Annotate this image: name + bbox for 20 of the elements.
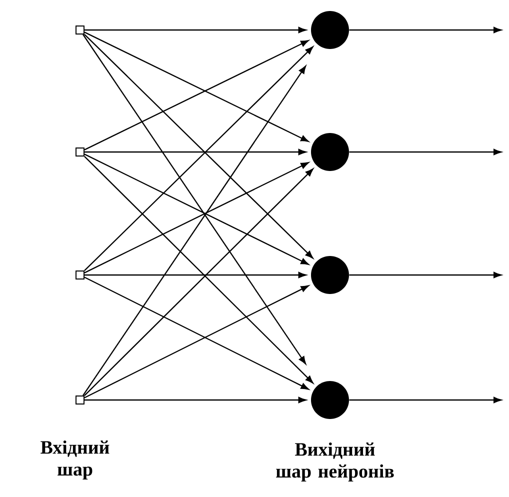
arrow <box>84 148 306 156</box>
layer-label: Вихідний шар нейронів <box>276 442 394 482</box>
arrow <box>82 34 306 364</box>
input-square <box>76 396 84 404</box>
arrow <box>82 66 306 396</box>
input-square <box>76 270 84 280</box>
neuron-circle <box>311 381 349 419</box>
arrow <box>349 272 502 278</box>
neuron-circle <box>311 11 349 49</box>
arrow <box>84 396 306 404</box>
neuron-circle <box>311 133 349 171</box>
arrow <box>84 26 306 34</box>
arrow <box>349 396 502 404</box>
input-square <box>76 148 84 156</box>
arrow <box>84 272 306 278</box>
arrow <box>349 26 502 34</box>
neuron-circle <box>311 256 349 294</box>
layer-label: Вхідний шар <box>40 440 110 480</box>
input-square <box>76 26 84 34</box>
arrow <box>349 148 502 156</box>
